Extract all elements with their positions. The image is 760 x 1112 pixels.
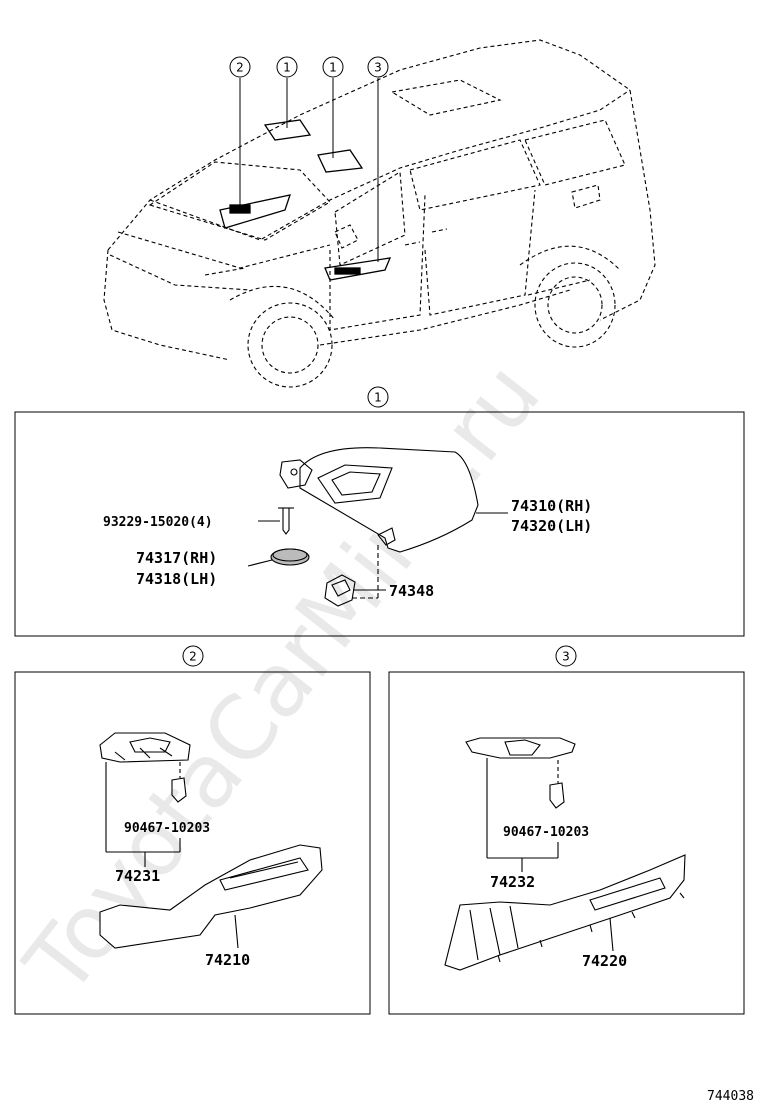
armrest-right-drawing (444, 737, 686, 971)
label-armrest-left: 74210 (205, 951, 250, 969)
diagram-code: 744038 (707, 1089, 754, 1104)
label-visor-lh: 74320(LH) (511, 517, 592, 535)
callout-panel-1-label: 1 (374, 391, 382, 405)
label-cover-rh: 74317(RH) (136, 549, 217, 567)
label-clip-left: 90467-10203 (124, 821, 210, 836)
vehicle-illustration (103, 39, 656, 388)
callout-panel-3: 3 (555, 645, 577, 667)
callout-car-1a-label: 1 (283, 61, 291, 75)
armrest-left-drawing (99, 732, 323, 949)
callout-car-3-label: 3 (374, 61, 382, 75)
callout-car-1b-label: 1 (329, 61, 337, 75)
vehicle-callouts: 2 1 1 3 (229, 56, 389, 262)
label-screw: 93229-15020(4) (103, 515, 213, 530)
label-base-right: 74232 (490, 873, 535, 891)
callout-panel-3-label: 3 (562, 650, 570, 664)
panel-1-frame (14, 411, 745, 637)
callout-panel-2-label: 2 (189, 650, 197, 664)
callout-car-1a: 1 (276, 56, 298, 78)
callout-car-3: 3 (367, 56, 389, 78)
label-base-left: 74231 (115, 867, 160, 885)
panel-2-frame (14, 671, 371, 1015)
callout-car-2-label: 2 (236, 61, 244, 75)
label-armrest-right: 74220 (582, 952, 627, 970)
vehicle-part-highlights (219, 119, 392, 281)
label-clip-right: 90467-10203 (503, 825, 589, 840)
panel-3-frame (388, 671, 745, 1015)
label-holder: 74348 (389, 582, 434, 600)
callout-car-2: 2 (229, 56, 251, 78)
sun-visor-drawing (247, 447, 508, 607)
callout-panel-2: 2 (182, 645, 204, 667)
label-visor-rh: 74310(RH) (511, 497, 592, 515)
label-cover-lh: 74318(LH) (136, 570, 217, 588)
callout-car-1b: 1 (322, 56, 344, 78)
callout-panel-1: 1 (367, 386, 389, 408)
